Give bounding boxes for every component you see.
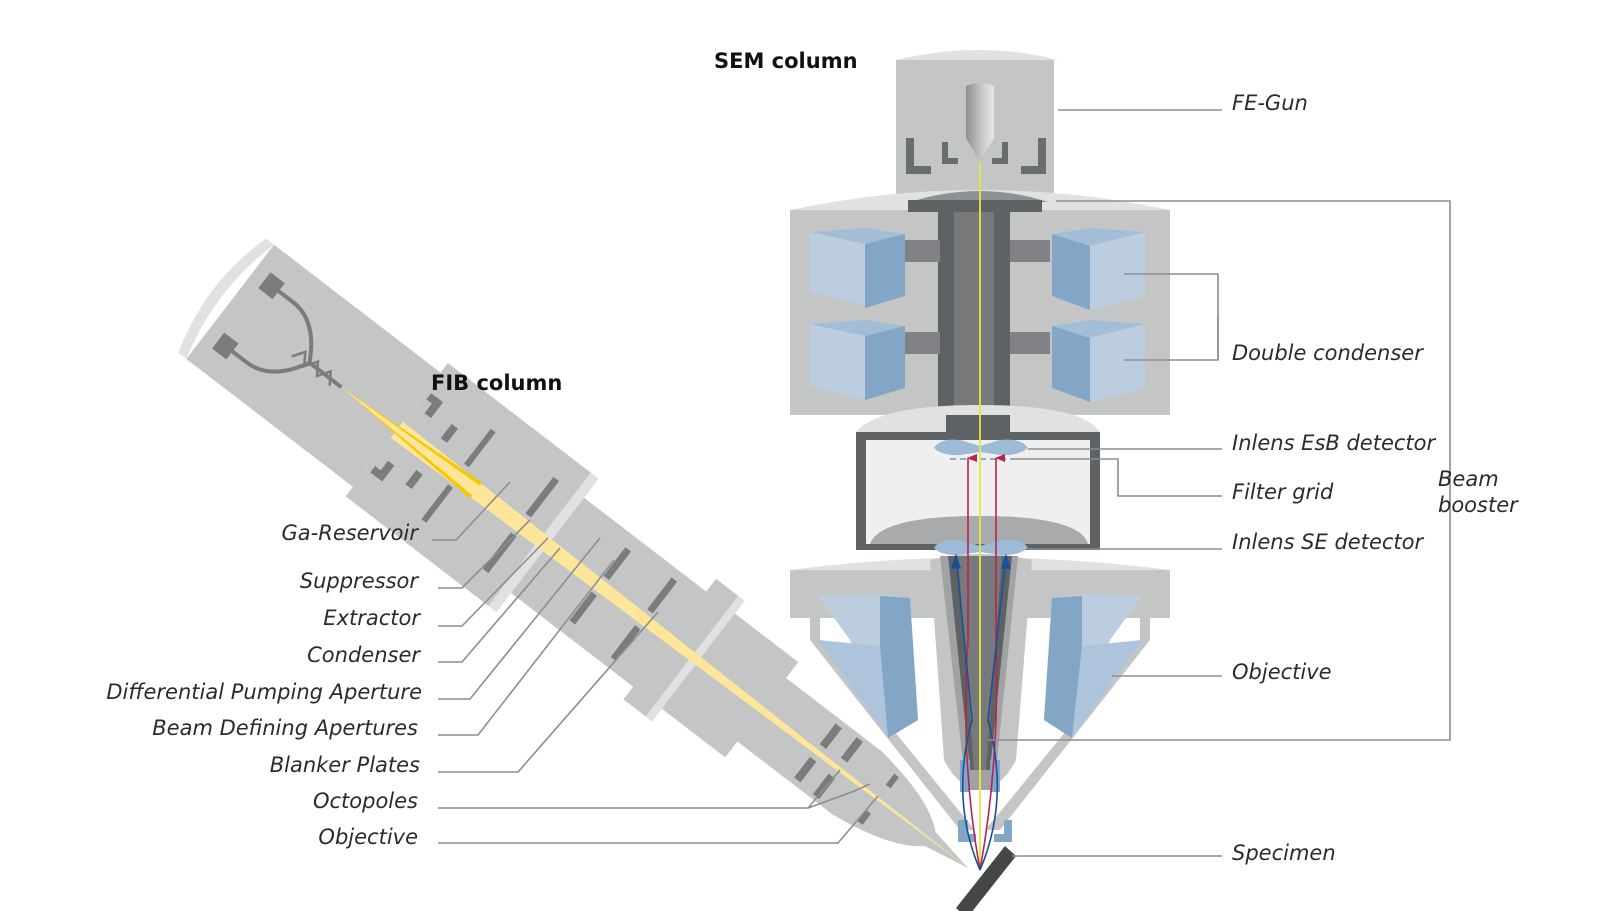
label-beam-defining-apertures: Beam Defining Apertures (152, 716, 418, 740)
fe-gun-tip (966, 83, 994, 162)
condenser-lens-ur (1052, 228, 1145, 310)
label-specimen: Specimen (1232, 841, 1336, 865)
se-detector (934, 539, 1028, 556)
label-objective: Objective (1232, 660, 1332, 684)
anode-plate (908, 200, 1042, 212)
se-detector-dome (870, 516, 1088, 544)
label-octopoles: Octopoles (313, 789, 418, 813)
objective-tip-right (990, 760, 1000, 792)
fe-gun-electrodes (906, 138, 1046, 174)
label-extractor: Extractor (323, 606, 421, 630)
objective-coil-right (1044, 594, 1142, 738)
secondary-trajectories (950, 553, 1012, 871)
objective-aperture-right (994, 820, 1012, 842)
ga-reservoir-icon (212, 272, 343, 389)
condenser-arm-lr (1010, 332, 1050, 354)
fe-gun-housing-cap (896, 50, 1058, 60)
label-double-condenser: Double condenser (1232, 341, 1424, 365)
specimen (956, 846, 1016, 911)
objective-tip-left (960, 760, 970, 792)
label-beam-booster-1: Beam (1438, 467, 1499, 491)
sem-column (790, 50, 1170, 911)
label-beam-booster-2: booster (1438, 493, 1519, 517)
label-inlens-esb-detector: Inlens EsB detector (1232, 431, 1437, 455)
sem-leader-lines (988, 109, 1451, 857)
condenser-arm-ll (905, 332, 940, 354)
label-differential-pumping-aperture: Differential Pumping Aperture (106, 680, 422, 704)
label-blanker-plates: Blanker Plates (270, 753, 420, 777)
label-inlens-se-detector: Inlens SE detector (1232, 530, 1424, 554)
sem-column-title: SEM column (714, 49, 858, 73)
ion-beam (390, 421, 968, 868)
fib-column-title: FIB column (431, 371, 562, 395)
ion-beam-core (341, 387, 480, 496)
label-filter-grid: Filter grid (1232, 480, 1334, 504)
label-fib-objective: Objective (318, 825, 418, 849)
label-condenser: Condenser (307, 643, 421, 667)
objective-coil-left (818, 594, 918, 738)
condenser-lens-ul (810, 228, 905, 308)
fib-column (178, 238, 968, 868)
label-ga-reservoir: Ga-Reservoir (282, 521, 420, 545)
label-suppressor: Suppressor (300, 569, 420, 593)
anode-dome (910, 191, 1048, 202)
condenser-lens-lr (1052, 320, 1145, 402)
liner-chamber-top (946, 415, 1010, 440)
fib-leader-lines (432, 481, 879, 844)
esb-detector (934, 439, 1028, 456)
fib-source-cap (178, 238, 275, 359)
condenser-arm-ur (1010, 240, 1050, 262)
condenser-arm-ul (905, 240, 940, 262)
label-fe-gun: FE-Gun (1232, 91, 1308, 115)
condenser-lens-ll (810, 320, 905, 400)
fib-electrodes (370, 393, 899, 825)
fib-labels: Ga-Reservoir Suppressor Extractor Conden… (106, 521, 422, 849)
